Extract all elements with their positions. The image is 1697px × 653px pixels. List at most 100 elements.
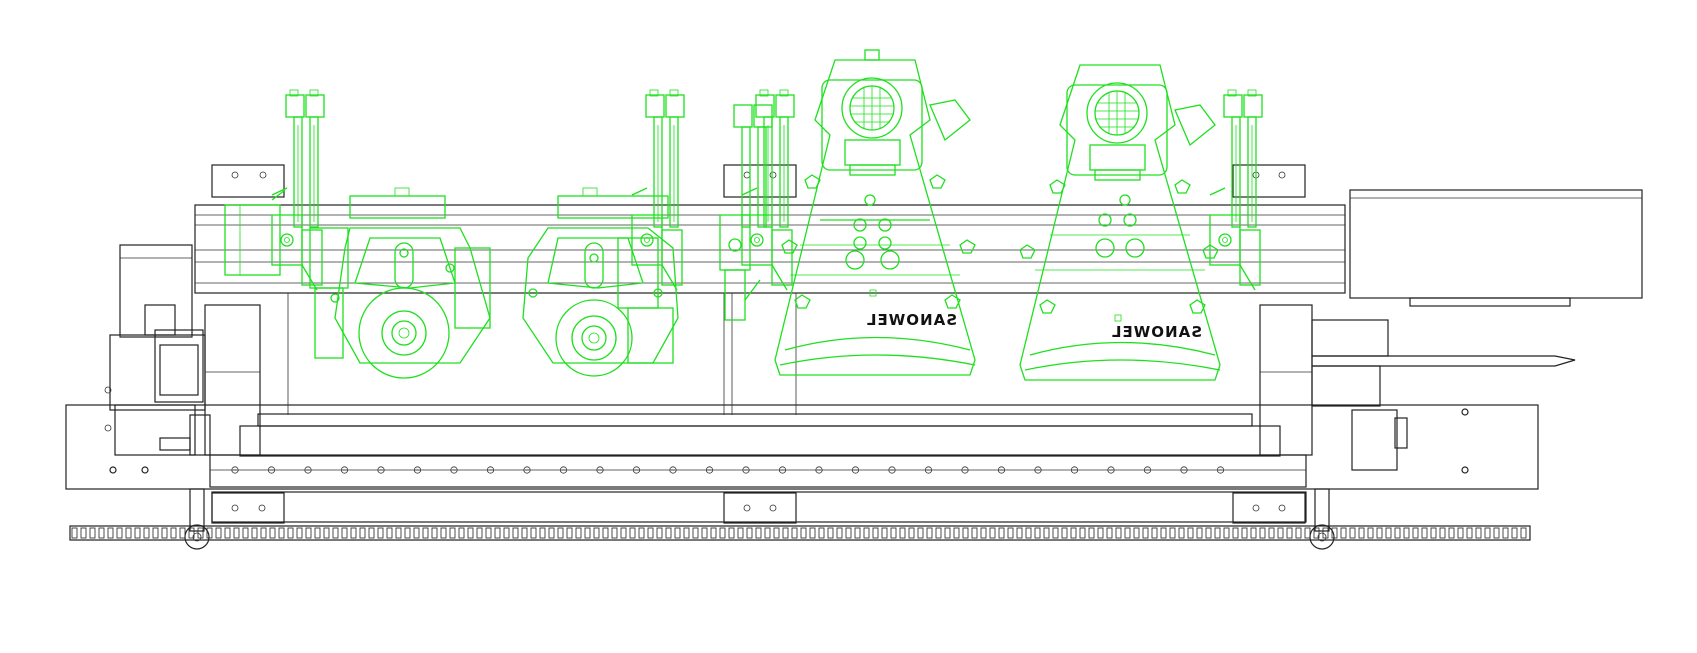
rack-tooth: [692, 527, 699, 539]
wheels: [184, 488, 1335, 550]
rack-tooth: [584, 527, 591, 539]
rack-tooth: [1520, 527, 1527, 539]
rack-tooth: [260, 527, 267, 539]
rack-tooth: [593, 527, 600, 539]
rack-tooth: [296, 527, 303, 539]
rack-tooth: [530, 527, 537, 539]
rack-tooth: [1313, 527, 1320, 539]
rack-tooth: [1232, 527, 1239, 539]
frame-bolt: [377, 466, 385, 474]
frame-bolt: [997, 466, 1006, 474]
rack-tooth: [719, 527, 726, 539]
rack-tooth: [269, 527, 276, 539]
frame-bolt: [1107, 466, 1115, 474]
rack-tooth: [1250, 527, 1257, 539]
rack-tooth: [134, 527, 141, 539]
rack-tooth: [431, 527, 438, 539]
rack-tooth: [1241, 527, 1248, 539]
rack-tooth: [800, 527, 807, 539]
rack-tooth: [1304, 527, 1311, 539]
frame-bolt: [669, 466, 677, 474]
rack-tooth: [935, 527, 942, 539]
rack-tooth: [377, 527, 384, 539]
rack-tooth: [89, 527, 96, 539]
rack-tooth: [440, 527, 447, 539]
rack-tooth: [782, 527, 789, 539]
rack-tooth: [980, 527, 987, 539]
rack-tooth: [602, 527, 609, 539]
rack-tooth: [899, 527, 906, 539]
rack-tooth: [746, 527, 753, 539]
rack-tooth: [395, 527, 402, 539]
rack-tooth: [647, 527, 654, 539]
rack-tooth: [836, 527, 843, 539]
rack-tooth: [557, 527, 564, 539]
rack-tooth: [1025, 527, 1032, 539]
rack-tooth: [926, 527, 933, 539]
rack-tooth: [1124, 527, 1131, 539]
right-end-column: [1259, 304, 1313, 456]
rack-tooth: [575, 527, 582, 539]
rack-tooth: [179, 527, 186, 539]
pneumatic-column: [741, 89, 795, 291]
bolt-row: [231, 466, 1225, 474]
rack-tooth: [953, 527, 960, 539]
rack-tooth: [566, 527, 573, 539]
rack-tooth: [1115, 527, 1122, 539]
rack-tooth: [1214, 527, 1221, 539]
frame-bolt: [961, 466, 969, 474]
rack-tooth: [827, 527, 834, 539]
rack-tooth: [1142, 527, 1149, 539]
rack-tooth: [143, 527, 150, 539]
rack-tooth: [881, 527, 888, 539]
rack-tooth: [467, 527, 474, 539]
frame-bolt: [632, 466, 641, 474]
rack-tooth: [728, 527, 735, 539]
brand-logo-1: SANOWEL: [866, 311, 957, 329]
rack-tooth: [1394, 527, 1401, 539]
rack-tooth: [1043, 527, 1050, 539]
rack-tooth: [521, 527, 528, 539]
frame-bolt: [304, 466, 312, 474]
rack-tooth: [1430, 527, 1437, 539]
rack-tooth: [1007, 527, 1014, 539]
fan-grille: [850, 86, 894, 130]
rack-tooth: [809, 527, 816, 539]
rack-tooth: [125, 527, 132, 539]
rack-tooth: [1367, 527, 1374, 539]
rack-tooth: [116, 527, 123, 539]
rack-tooth: [1421, 527, 1428, 539]
rack-tooth: [1259, 527, 1266, 539]
rack-tooth: [1088, 527, 1095, 539]
rack-tooth: [1097, 527, 1104, 539]
rack-tooth: [350, 527, 357, 539]
rack-tooth: [1277, 527, 1284, 539]
rack-tooth: [1340, 527, 1347, 539]
rack-tooth: [503, 527, 510, 539]
frame-bolt: [1034, 466, 1042, 474]
frame-bolt: [231, 466, 239, 474]
rack-tooth: [170, 527, 177, 539]
rack-tooth: [674, 527, 681, 539]
rack-tooth: [1502, 527, 1509, 539]
rack-tooth: [1205, 527, 1212, 539]
foot-plates: [211, 492, 1306, 524]
frame-bolt: [267, 466, 276, 474]
rack-tooth: [764, 527, 771, 539]
pneumatic-column: [1209, 89, 1263, 291]
rack-tooth: [1151, 527, 1158, 539]
rack-tooth: [539, 527, 546, 539]
rack-tooth: [449, 527, 456, 539]
rack-tooth: [485, 527, 492, 539]
rack-tooth: [152, 527, 159, 539]
frame-bolt: [486, 466, 495, 474]
rack-tooth: [1412, 527, 1419, 539]
rack-tooth: [1196, 527, 1203, 539]
frame-bolt: [924, 466, 933, 474]
rack-tooth: [737, 527, 744, 539]
rack-tooth: [1268, 527, 1275, 539]
rack-tooth: [971, 527, 978, 539]
frame-bolt: [340, 466, 349, 474]
rack-tooth: [413, 527, 420, 539]
rack-tooth: [998, 527, 1005, 539]
